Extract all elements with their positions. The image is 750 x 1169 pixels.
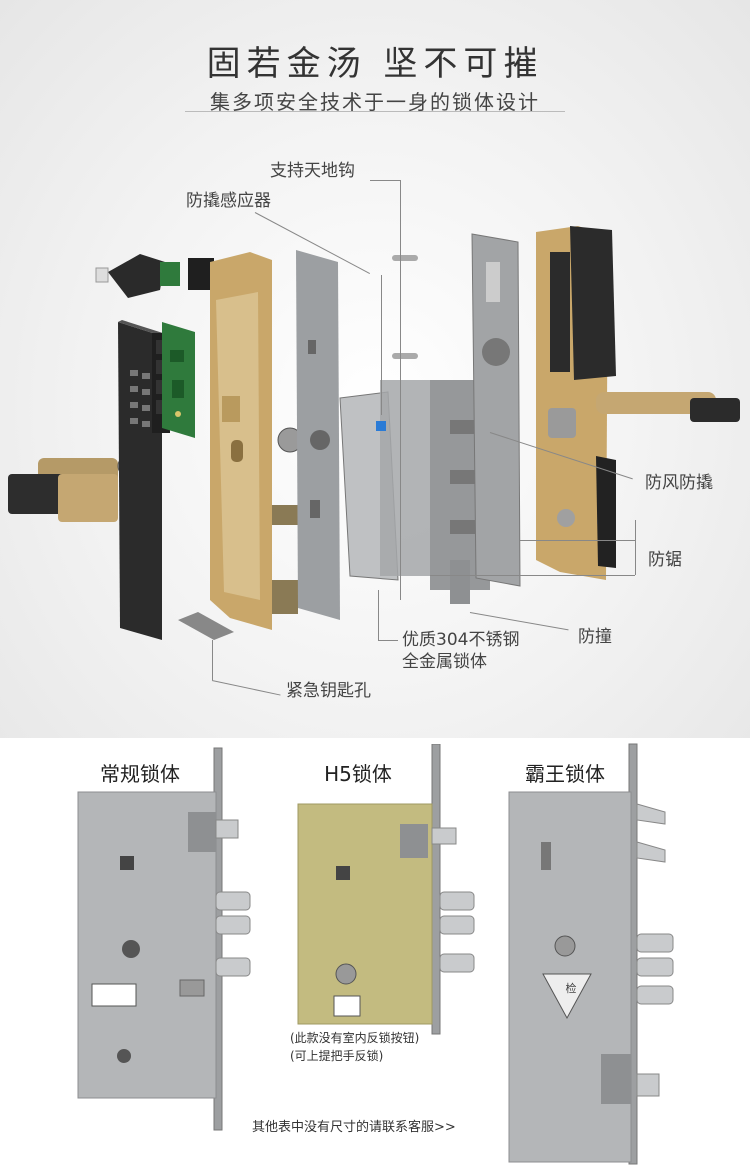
mortise-lock-body bbox=[339, 380, 490, 604]
leader-line bbox=[212, 640, 213, 680]
callout-anti-pry-sensor: 防撬感应器 bbox=[186, 191, 271, 211]
overlord-lock-title: 霸王锁体 bbox=[525, 762, 605, 786]
gold-outer-frame bbox=[210, 252, 272, 630]
leader-line bbox=[520, 540, 635, 541]
front-keypad-panel bbox=[118, 320, 166, 640]
callout-wind-pry: 防风防撬 bbox=[645, 473, 713, 493]
inner-steel-plate bbox=[471, 233, 521, 587]
exploded-lock-illustration bbox=[8, 226, 740, 640]
leader-line bbox=[381, 275, 382, 415]
leader-line bbox=[378, 590, 379, 640]
cylinder-parts bbox=[272, 427, 303, 614]
leader-line bbox=[370, 180, 400, 181]
callout-emergency-keyhole: 紧急钥匙孔 bbox=[286, 681, 371, 701]
h5-lock-image bbox=[297, 744, 475, 1035]
callout-anti-saw: 防锯 bbox=[648, 550, 682, 570]
contact-support-link[interactable]: 其他表中没有尺寸的请联系客服>> bbox=[252, 1120, 456, 1135]
keyhole-cover bbox=[178, 612, 234, 640]
h5-note-line2: (可上提把手反锁) bbox=[290, 1049, 384, 1063]
leader-line bbox=[635, 520, 636, 575]
h5-lock-title: H5锁体 bbox=[324, 762, 392, 786]
callout-sky-earth-hook: 支持天地钩 bbox=[270, 161, 355, 181]
circuit-board bbox=[162, 322, 195, 438]
sky-earth-hook-pins bbox=[392, 255, 418, 359]
exploded-view-section: 固若金汤 坚不可摧 集多项安全技术于一身的锁体设计 bbox=[0, 0, 750, 738]
leader-line bbox=[430, 575, 635, 576]
lock-body-comparison: 常规锁体 H5锁体 (此款没有室内反锁按钮) (可上提把手反锁) 霸王锁体 bbox=[0, 738, 750, 1169]
overlord-lock-image bbox=[508, 743, 674, 1165]
page-subtitle: 集多项安全技术于一身的锁体设计 bbox=[210, 90, 540, 114]
fingerprint-module bbox=[95, 254, 214, 298]
page-title: 固若金汤 坚不可摧 bbox=[206, 44, 544, 84]
regular-lock-title: 常规锁体 bbox=[100, 762, 180, 786]
callout-all-metal-body: 全金属锁体 bbox=[402, 652, 487, 672]
callout-anti-impact: 防撞 bbox=[578, 627, 612, 647]
leader-line bbox=[400, 180, 401, 600]
leader-line bbox=[378, 640, 398, 641]
steel-back-plate bbox=[296, 250, 340, 620]
overlord-plate-label: 检 bbox=[565, 982, 577, 995]
subtitle-divider bbox=[185, 111, 565, 112]
callout-stainless-steel: 优质304不锈钢 bbox=[402, 630, 520, 650]
regular-lock-image bbox=[77, 747, 251, 1131]
h5-note-line1: (此款没有室内反锁按钮) bbox=[290, 1031, 420, 1045]
inner-handle bbox=[596, 392, 740, 422]
